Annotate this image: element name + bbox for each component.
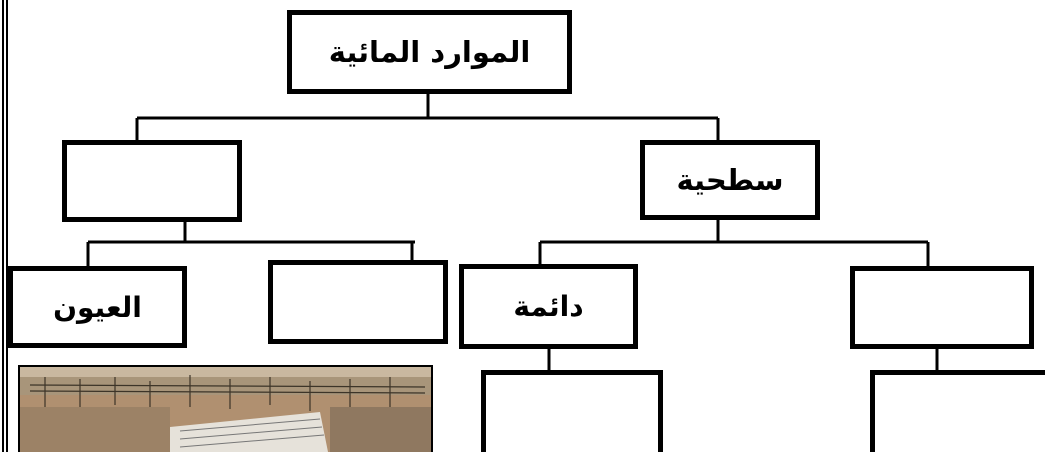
permanent-subchild-box[interactable] bbox=[481, 370, 663, 452]
right-branch-box: سطحية bbox=[640, 140, 820, 220]
right-branch-label: سطحية bbox=[676, 163, 784, 197]
right-child-label-permanent: دائمة bbox=[513, 290, 584, 323]
left-branch-box[interactable] bbox=[62, 140, 242, 222]
left-child-box-springs: العيون bbox=[8, 266, 187, 348]
right-child-box-empty[interactable] bbox=[850, 266, 1034, 349]
left-margin-line bbox=[2, 0, 4, 452]
empty-subchild-box[interactable] bbox=[870, 370, 1045, 452]
root-box: الموارد المائية bbox=[287, 10, 572, 94]
left-margin-line-inner bbox=[6, 0, 8, 452]
dam-photo bbox=[18, 365, 433, 452]
root-label: الموارد المائية bbox=[328, 35, 531, 69]
left-child-box-empty[interactable] bbox=[268, 260, 448, 344]
right-child-box-permanent: دائمة bbox=[459, 264, 638, 349]
left-child-label-springs: العيون bbox=[53, 290, 142, 324]
dam-photo-illustration bbox=[20, 367, 431, 452]
